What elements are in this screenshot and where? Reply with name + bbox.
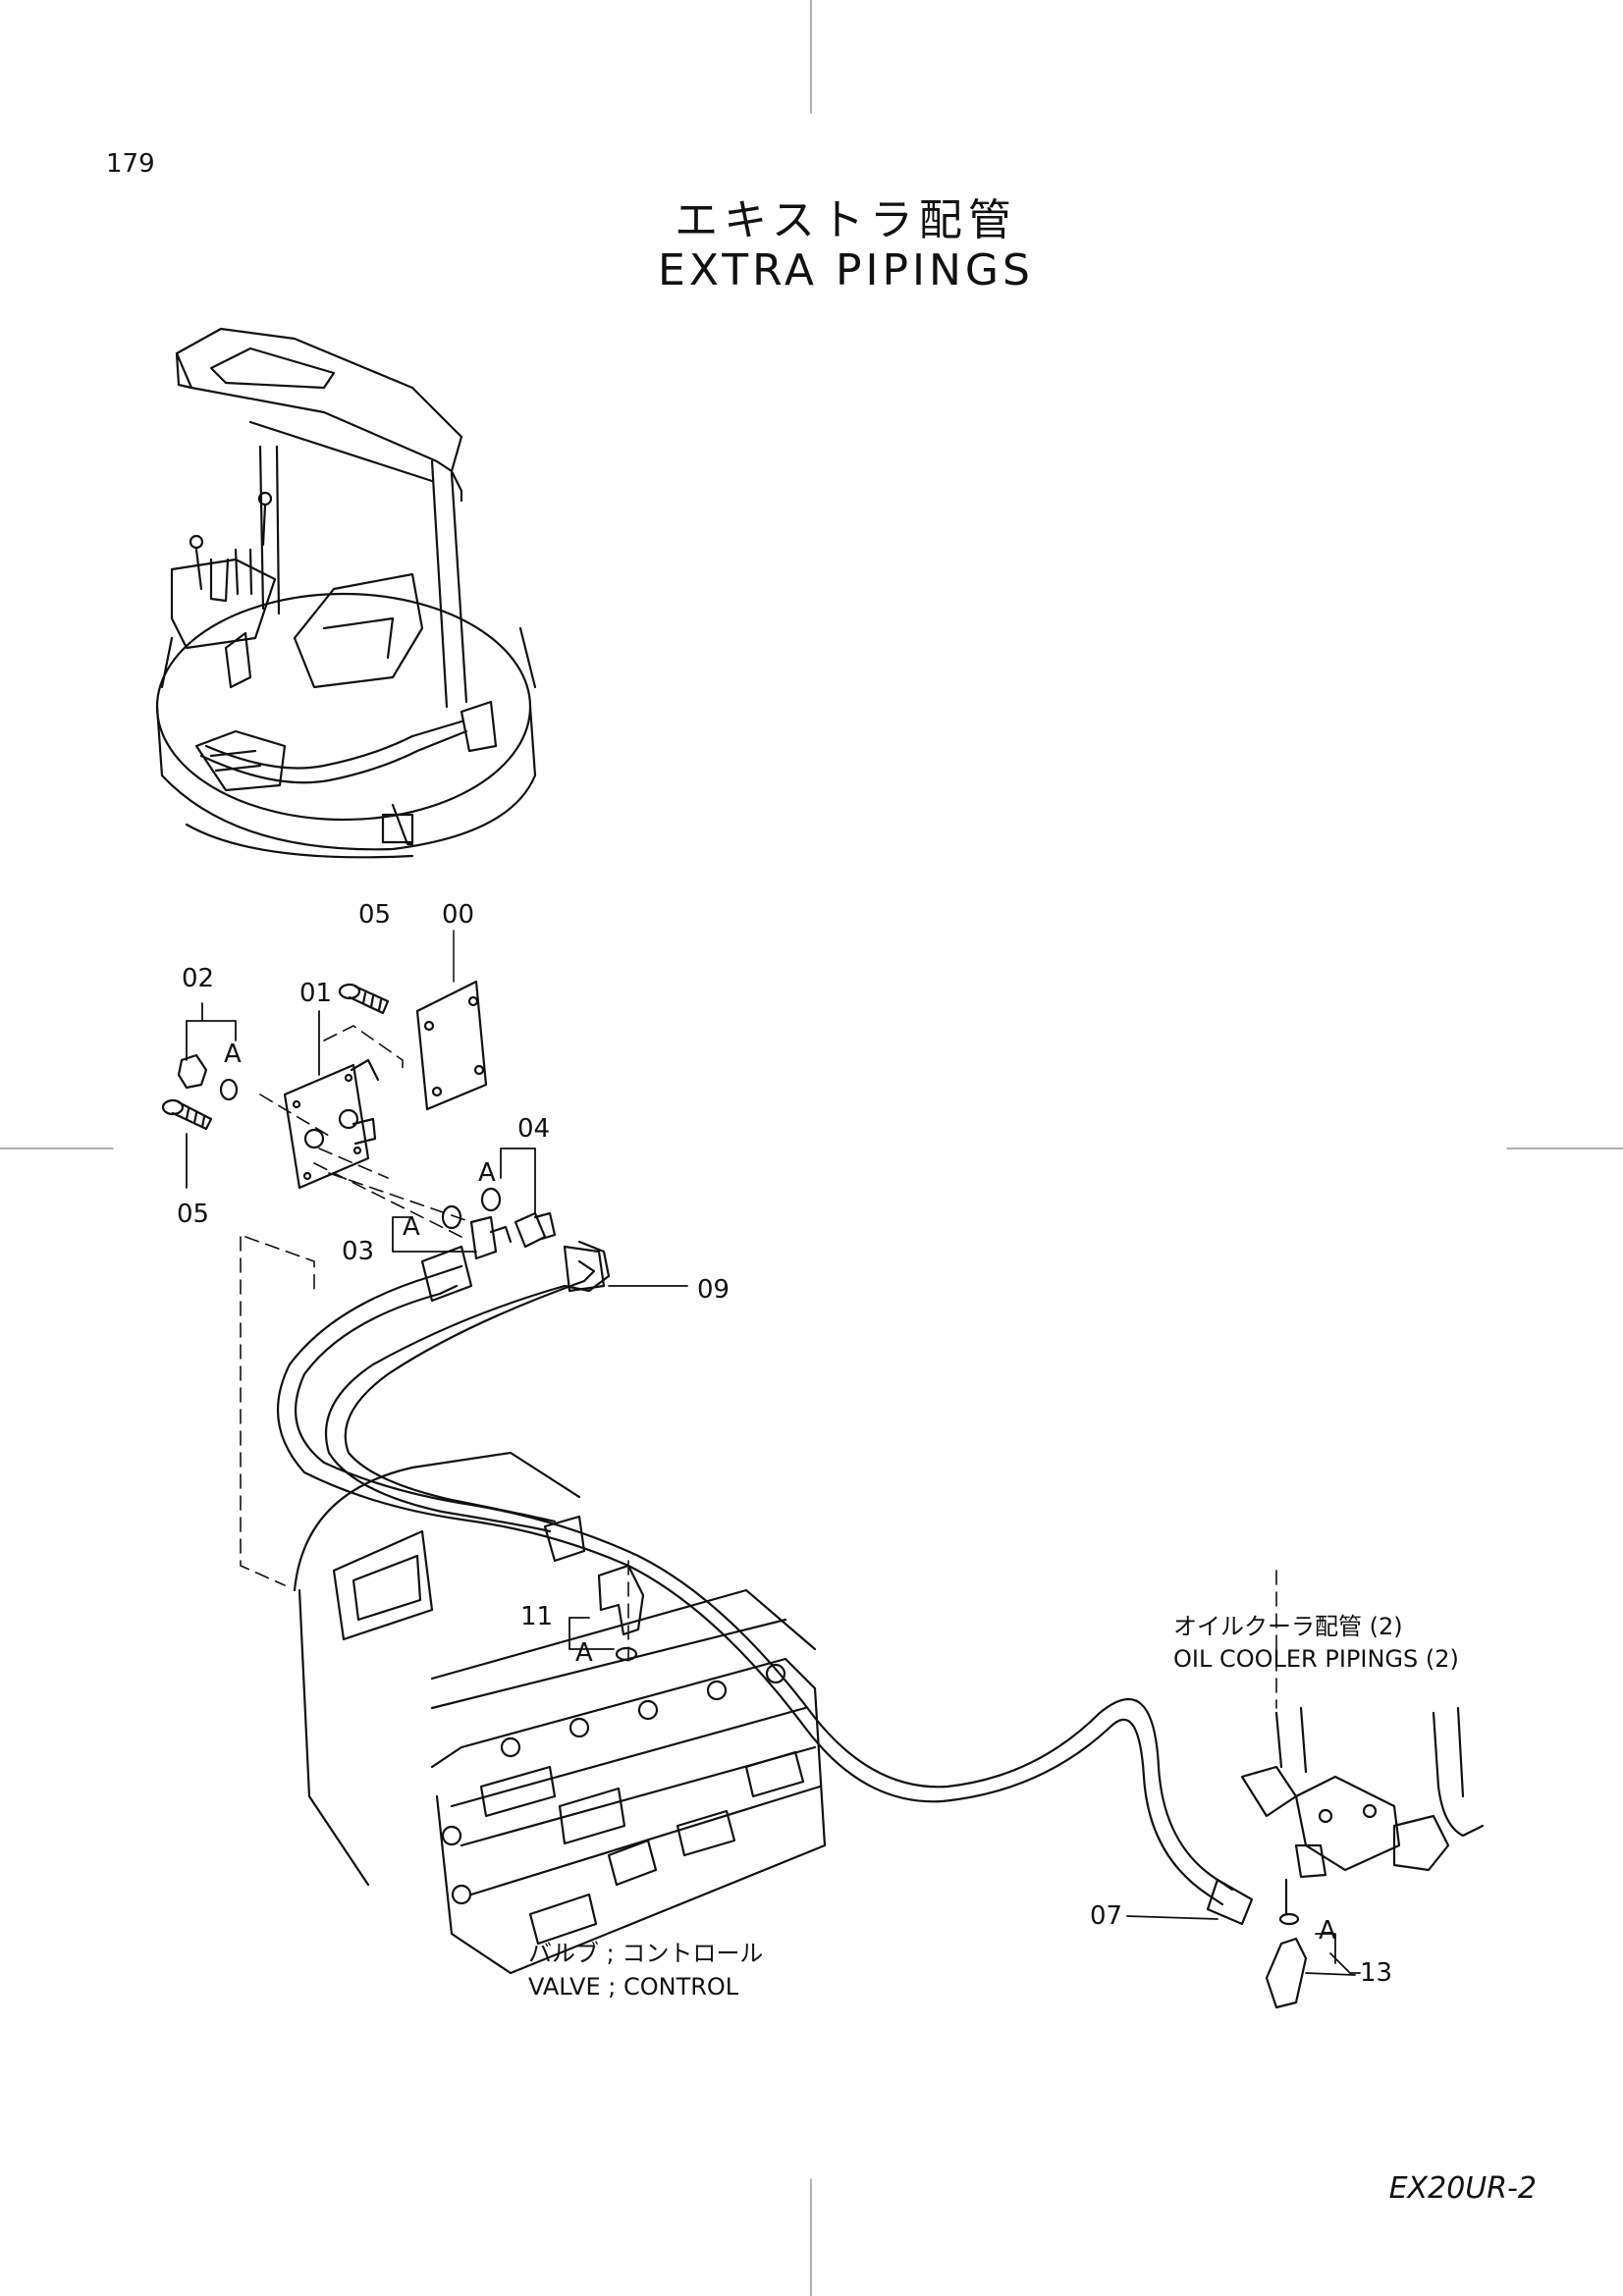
valve-note-en: VALVE ; CONTROL bbox=[528, 1973, 739, 2001]
label-part-03: 03 bbox=[342, 1237, 374, 1266]
label-part-01: 01 bbox=[299, 979, 332, 1008]
ref-marker-a: A bbox=[1319, 1916, 1336, 1946]
ref-marker-a: A bbox=[224, 1040, 242, 1069]
label-part-09: 09 bbox=[697, 1275, 730, 1305]
part-05-bolt-top bbox=[338, 983, 390, 1015]
label-part-05-top: 05 bbox=[358, 900, 391, 930]
part-01-mounting-plate bbox=[283, 1058, 380, 1190]
model-code: EX20UR-2 bbox=[1388, 2171, 1537, 2206]
title-japanese: エキストラ配管 bbox=[675, 195, 1017, 245]
ref-marker-a: A bbox=[575, 1638, 593, 1668]
valve-note-jp: バルブ ; コントロール bbox=[528, 1940, 763, 1967]
oil-cooler-note-en: OIL COOLER PIPINGS (2) bbox=[1173, 1645, 1459, 1673]
label-part-04: 04 bbox=[517, 1114, 550, 1144]
title-english: EXTRA PIPINGS bbox=[658, 245, 1034, 295]
part-13-elbow bbox=[1265, 1912, 1308, 2009]
part-02-plug bbox=[177, 1053, 239, 1101]
control-valve-illustration bbox=[293, 1451, 827, 1975]
machine-overview-illustration bbox=[155, 327, 537, 859]
reference-markers: A A A A A bbox=[224, 1040, 1336, 1946]
leader-lines bbox=[186, 1002, 1361, 1976]
label-part-13: 13 bbox=[1360, 1958, 1392, 1988]
assembly-guide-lines bbox=[240, 1025, 1277, 1709]
label-part-00: 00 bbox=[442, 900, 474, 930]
valve-spools bbox=[441, 1663, 805, 1946]
part-03-adapter bbox=[441, 1204, 513, 1260]
oil-cooler-note-jp: オイルクーラ配管 (2) bbox=[1173, 1613, 1403, 1640]
part-04-adapter bbox=[480, 1187, 557, 1249]
page-number: 179 bbox=[106, 149, 155, 179]
component-notes: オイルクーラ配管 (2) OIL COOLER PIPINGS (2) バルブ … bbox=[528, 1613, 1459, 2001]
label-part-05-left: 05 bbox=[177, 1200, 209, 1229]
label-part-02: 02 bbox=[182, 964, 214, 993]
part-labels: 05 00 02 01 04 05 03 09 11 07 13 bbox=[177, 900, 1392, 1988]
part-11-elbow bbox=[597, 1564, 645, 1662]
label-part-11: 11 bbox=[520, 1602, 553, 1631]
ref-marker-a: A bbox=[478, 1158, 496, 1188]
label-part-07: 07 bbox=[1090, 1901, 1122, 1931]
oil-cooler-illustration bbox=[1240, 1706, 1485, 1916]
ref-marker-a: A bbox=[403, 1212, 420, 1242]
part-05-bolt-left bbox=[161, 1098, 213, 1131]
part-00-cover-plate bbox=[415, 930, 488, 1111]
part-07-hose bbox=[276, 1245, 1254, 1926]
